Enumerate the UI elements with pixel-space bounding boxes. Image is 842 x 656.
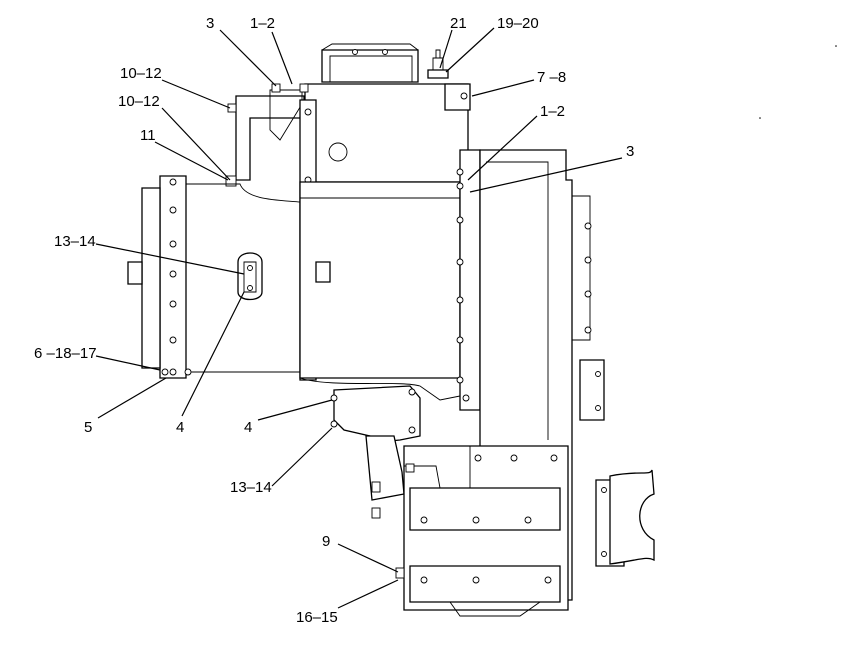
left-plate-bolts	[161, 178, 192, 376]
assembly-drawing	[127, 43, 655, 617]
callout-9: 9	[322, 533, 330, 550]
callout-4-center: 4	[244, 419, 252, 436]
callout-21: 21	[450, 15, 467, 32]
callout-labels: 3 1–2 21 19–20 10–12 10–12 7 –8 11 1–2 3…	[34, 15, 634, 626]
callout-7-8: 7 –8	[537, 69, 566, 86]
callout-3-right: 3	[626, 143, 634, 160]
inspection-cover	[237, 252, 263, 301]
callout-6-18-17: 6 –18–17	[34, 345, 97, 362]
callout-16-15: 16–15	[296, 609, 338, 626]
main-housing	[304, 83, 469, 183]
elbow-housing	[333, 385, 421, 443]
callout-19-20: 19–20	[497, 15, 539, 32]
right-flange-bolts	[456, 168, 470, 402]
right-flange	[459, 149, 481, 411]
lower-cover-plate	[409, 487, 561, 531]
leader-lines	[95, 27, 623, 609]
callout-3-top: 3	[206, 15, 214, 32]
callout-10-12-a: 10–12	[120, 65, 162, 82]
callout-11: 11	[140, 127, 156, 144]
oil-pan	[409, 565, 561, 603]
breather	[427, 69, 449, 79]
upper-bracket-right	[444, 83, 471, 111]
right-housing-bolts	[584, 222, 592, 334]
top-cover	[321, 49, 419, 83]
callout-5: 5	[84, 419, 92, 436]
callout-13-14-center: 13–14	[230, 479, 272, 496]
callout-1-2-right: 1–2	[540, 103, 565, 120]
callout-10-12-b: 10–12	[118, 93, 160, 110]
callout-13-14-left: 13–14	[54, 233, 96, 250]
callout-1-2-top: 1–2	[250, 15, 275, 32]
callout-4-left: 4	[176, 419, 184, 436]
